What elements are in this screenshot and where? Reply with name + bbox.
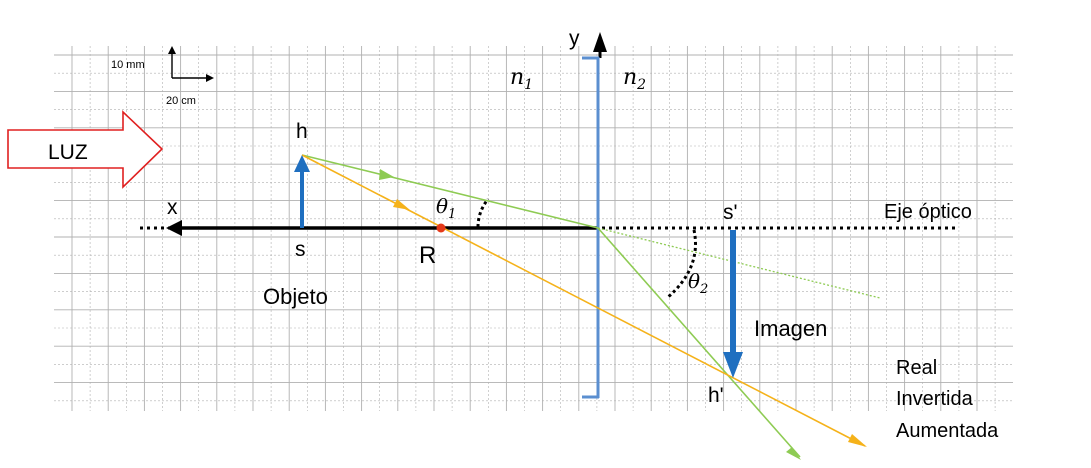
angle-theta2-label: θ2 bbox=[688, 269, 708, 297]
object-height-label: h bbox=[296, 120, 308, 143]
light-label: LUZ bbox=[48, 141, 88, 164]
ray-green-arrowhead bbox=[379, 169, 394, 180]
angle-theta1-label: θ1 bbox=[436, 194, 456, 222]
x-axis-label: x bbox=[167, 196, 178, 219]
ray-orange-arrowhead bbox=[393, 199, 410, 210]
property-invertida: Invertida bbox=[896, 388, 974, 410]
center-of-curvature-label: R bbox=[419, 242, 436, 269]
center-of-curvature-point bbox=[436, 223, 446, 233]
optical-axis bbox=[140, 220, 958, 236]
medium-n2-label: n2 bbox=[623, 65, 646, 93]
ray-orange bbox=[301, 154, 866, 447]
ray-green-end-arrowhead bbox=[786, 447, 801, 460]
ray-green-refracted bbox=[597, 227, 801, 458]
ray-green-incident bbox=[301, 154, 599, 229]
angle-theta1-arc bbox=[476, 198, 490, 228]
x-axis-arrowhead bbox=[166, 220, 182, 236]
object-arrow bbox=[294, 155, 310, 228]
image-distance-label: s' bbox=[723, 201, 738, 224]
image-caption: Imagen bbox=[754, 316, 827, 341]
y-axis-label: y bbox=[569, 27, 580, 50]
property-real: Real bbox=[896, 357, 937, 379]
image-height-label: h' bbox=[708, 384, 724, 407]
ray-green-extension bbox=[597, 227, 881, 299]
light-arrow: LUZ bbox=[7, 110, 164, 189]
image-properties: Real Invertida Aumentada bbox=[896, 357, 999, 442]
scale-indicator: 10 mm 20 cm bbox=[111, 46, 214, 107]
scale-horizontal-label: 20 cm bbox=[166, 95, 196, 107]
object-distance-label: s bbox=[295, 238, 306, 261]
ray-orange-end-arrowhead bbox=[848, 434, 867, 447]
property-aumentada: Aumentada bbox=[896, 420, 999, 442]
scale-vertical-label: 10 mm bbox=[111, 59, 145, 71]
image-arrow bbox=[723, 230, 743, 378]
y-axis bbox=[593, 32, 607, 58]
rays bbox=[301, 154, 881, 460]
object-caption: Objeto bbox=[263, 284, 328, 309]
angle-theta2-arc bbox=[666, 229, 697, 300]
medium-n1-label: n1 bbox=[510, 65, 533, 93]
optical-axis-label: Eje óptico bbox=[884, 201, 972, 223]
